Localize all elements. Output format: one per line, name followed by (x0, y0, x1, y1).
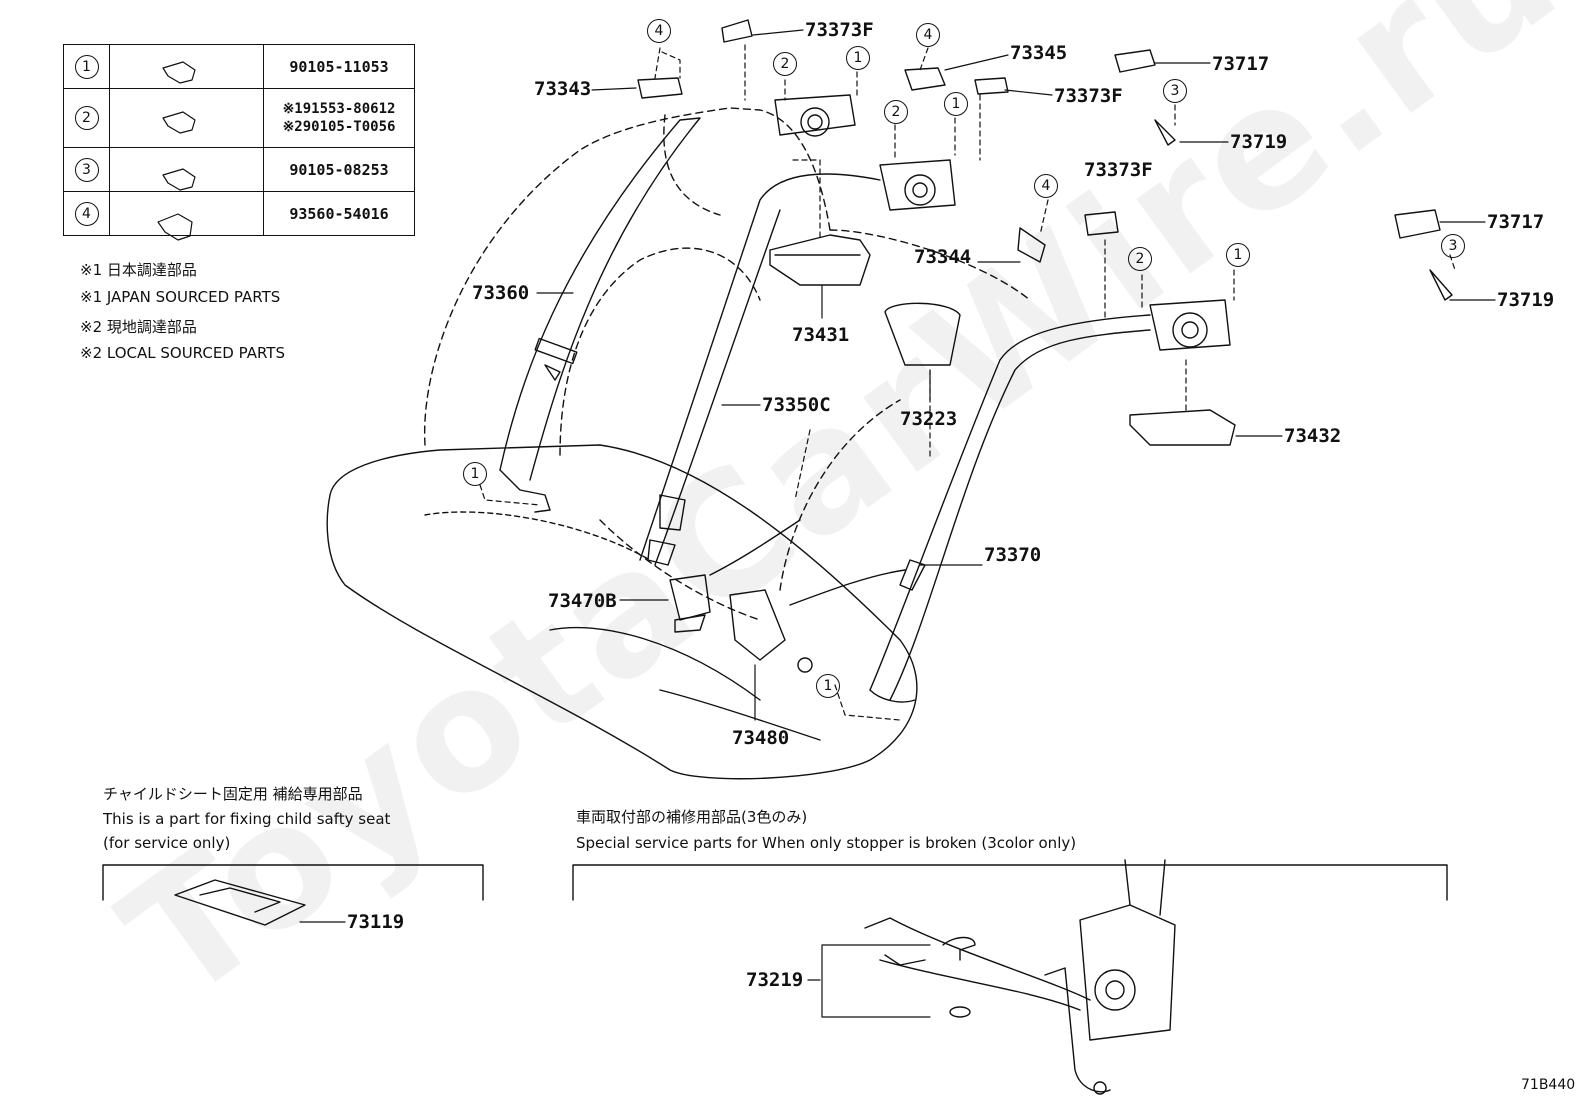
child-seat-subtitle: (for service only) (103, 834, 231, 852)
label-73470B[interactable]: 73470B (548, 590, 617, 612)
label-73717[interactable]: 73717 (1212, 53, 1270, 75)
part-73119 (174, 879, 306, 926)
table-row: 2 ※191553-80612 ※290105-T0056 (63, 88, 415, 148)
note-japan-jp: ※1 日本調達部品 (80, 261, 197, 279)
callout-1: 1 (846, 46, 870, 70)
caps (637, 19, 1453, 301)
label-73480[interactable]: 73480 (732, 727, 790, 749)
section-frames (102, 864, 1448, 901)
buckle-73480 (729, 569, 906, 673)
callout-3: 3 (1163, 79, 1187, 103)
label-73431[interactable]: 73431 (792, 324, 850, 346)
label-73719[interactable]: 73719 (1230, 131, 1288, 153)
label-73350C[interactable]: 73350C (762, 394, 831, 416)
belt-73370 (869, 314, 1151, 703)
label-leaders (299, 29, 1496, 1018)
callout-2: 2 (773, 52, 797, 76)
retractor-right (1149, 299, 1231, 351)
part-number[interactable]: 93560-54016 (263, 191, 415, 236)
label-73373F[interactable]: 73373F (1054, 85, 1123, 107)
callout-number: 2 (74, 106, 99, 130)
stopper-title-en: Special service parts for When only stop… (576, 834, 1077, 852)
table-row: 4 93560-54016 (63, 191, 415, 236)
callout-number: 3 (74, 157, 99, 182)
part-number[interactable]: 90105-11053 (263, 44, 415, 89)
leader-lines (479, 44, 1456, 721)
seat-cushion (326, 444, 918, 780)
belt-73360 (499, 117, 701, 513)
table-row: 3 90105-08253 (63, 147, 415, 192)
label-73717[interactable]: 73717 (1487, 211, 1545, 233)
part-number[interactable]: ※290105-T0056 (282, 119, 396, 135)
callout-3: 3 (1441, 234, 1465, 258)
callout-1: 1 (1226, 243, 1250, 267)
diagram-code: 71B440 (1521, 1077, 1576, 1093)
label-73373F[interactable]: 73373F (1084, 159, 1153, 181)
child-seat-title-jp: チャイルドシート固定用 補給専用部品 (103, 785, 363, 803)
label-73360[interactable]: 73360 (472, 282, 530, 304)
callout-1: 1 (944, 92, 968, 116)
callout-4: 4 (1034, 174, 1058, 198)
cover-73431 (769, 234, 871, 286)
callout-number: 1 (74, 54, 99, 79)
label-73119[interactable]: 73119 (347, 911, 405, 933)
note-japan-en: ※1 JAPAN SOURCED PARTS (80, 288, 281, 306)
callout-1: 1 (816, 674, 840, 698)
retractor-center (774, 94, 956, 211)
buckle-73470B (669, 519, 801, 633)
part-number[interactable]: ※191553-80612 (282, 101, 396, 117)
part-number[interactable]: 90105-08253 (263, 147, 415, 192)
label-73345[interactable]: 73345 (1010, 42, 1068, 64)
callout-2: 2 (884, 100, 908, 124)
callout-4: 4 (647, 19, 671, 43)
fastener-table: 1 90105-11053 2 ※191553-80612 ※290105-T0… (63, 44, 415, 236)
table-row: 1 90105-11053 (63, 44, 415, 89)
label-73373F[interactable]: 73373F (805, 19, 874, 41)
stopper-title-jp: 車両取付部の補修用部品(3色のみ) (576, 808, 808, 826)
label-73432[interactable]: 73432 (1284, 425, 1342, 447)
callout-2: 2 (1128, 247, 1152, 271)
cover-73432 (1129, 409, 1236, 446)
label-73719[interactable]: 73719 (1497, 289, 1555, 311)
label-73370[interactable]: 73370 (984, 544, 1042, 566)
belt-73350C (639, 173, 881, 566)
label-73344[interactable]: 73344 (914, 246, 972, 268)
seat-back (423, 107, 1031, 621)
label-73343[interactable]: 73343 (534, 78, 592, 100)
stopper-detail (864, 859, 1176, 1095)
callout-1: 1 (463, 462, 487, 486)
cover-73223 (884, 302, 961, 366)
label-73223[interactable]: 73223 (900, 408, 958, 430)
note-local-jp: ※2 現地調達部品 (80, 318, 197, 336)
note-local-en: ※2 LOCAL SOURCED PARTS (80, 344, 285, 362)
label-73219[interactable]: 73219 (746, 969, 804, 991)
callout-number: 4 (74, 201, 99, 226)
child-seat-title-en: This is a part for fixing child safty se… (103, 810, 391, 828)
callout-4: 4 (916, 23, 940, 47)
